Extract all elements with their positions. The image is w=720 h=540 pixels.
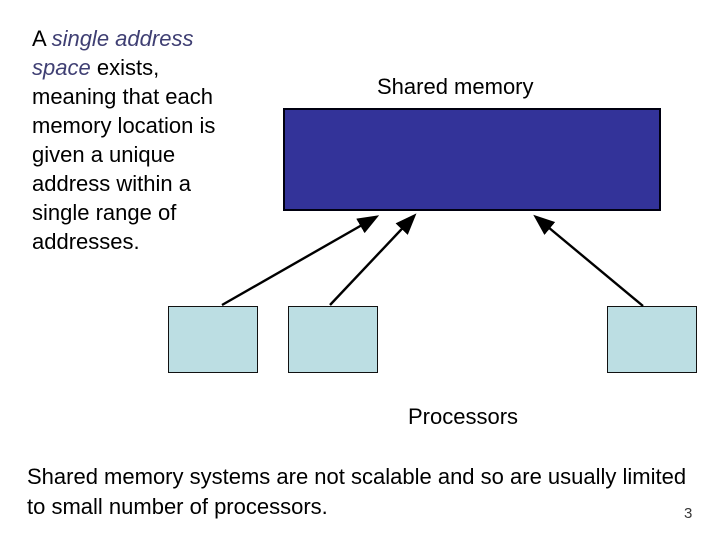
intro-text-rest: exists, meaning that each memory locatio… bbox=[32, 55, 216, 254]
processor-box-1 bbox=[168, 306, 258, 373]
shared-memory-box bbox=[283, 108, 661, 211]
intro-text-italic-phrase: single address space bbox=[32, 26, 194, 80]
arrow-processor1-to-memory bbox=[221, 215, 380, 307]
page-number: 3 bbox=[684, 505, 693, 522]
arrow-processor2-to-memory bbox=[329, 213, 417, 306]
arrow-processor3-to-memory bbox=[533, 214, 644, 307]
processor-box-3 bbox=[607, 306, 697, 373]
intro-text-prefix: A bbox=[32, 26, 52, 51]
footer-text: Shared memory systems are not scalable a… bbox=[27, 464, 687, 519]
intro-text: A single address space exists, meaning t… bbox=[32, 24, 240, 256]
processors-label: Processors bbox=[408, 404, 519, 429]
shared-memory-label: Shared memory bbox=[377, 74, 534, 99]
processor-box-2 bbox=[288, 306, 378, 373]
